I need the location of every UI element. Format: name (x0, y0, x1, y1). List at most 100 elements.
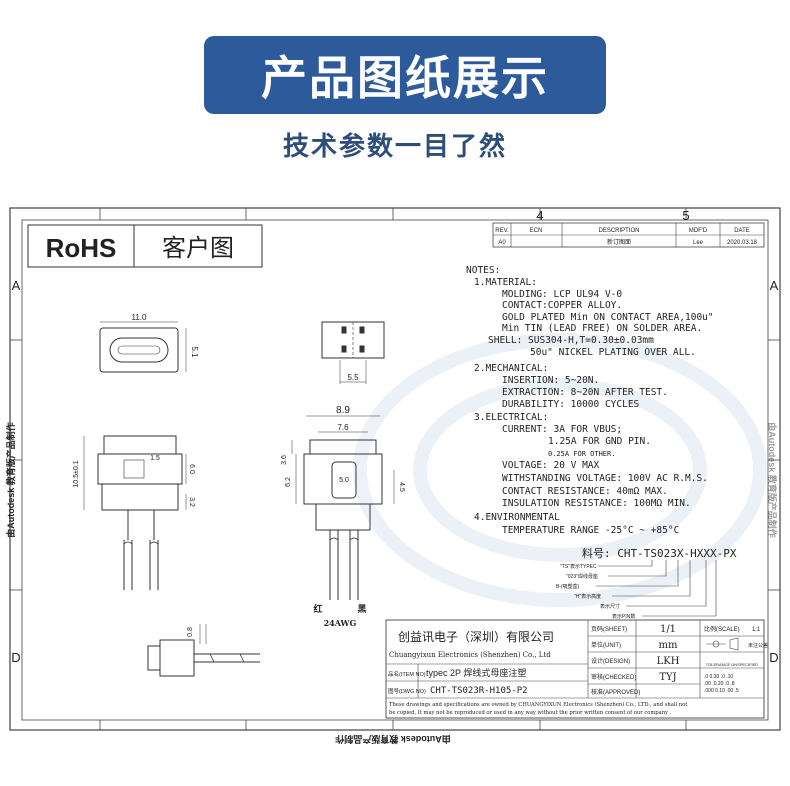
rev-cell-rev: A0 (498, 240, 506, 246)
profile-view (83, 435, 187, 590)
sheet-border (9, 207, 781, 731)
note-line: 2.MECHANICAL: (474, 363, 548, 374)
dim-side-3: 3.6 (281, 455, 288, 465)
dim-profile-3: 10.5±0.1 (73, 460, 80, 487)
drawing-type: 客户图 (162, 234, 234, 262)
rev-cell-mdfd: Lee (693, 240, 704, 246)
note-line: MOLDING: LCP UL94 V-0 (502, 289, 622, 300)
unit-label: 单位(UNIT) (591, 641, 621, 649)
scale-label: 比例(SCALE) (704, 625, 740, 633)
scale-value: 1:1 (752, 627, 761, 633)
dim-front-height: 5.1 (190, 346, 199, 358)
front-view (99, 321, 187, 373)
rev-cell-date: 2020.03.18 (727, 240, 758, 246)
dim-profile-1: 1.5 (150, 455, 160, 462)
rev-cell-description: 新订图面 (607, 238, 631, 246)
part-annotation-3: B-(吸塑盒) (556, 583, 580, 590)
note-line: WITHSTANDING VOLTAGE: 100V AC R.M.S. (502, 473, 708, 484)
dwg-no-label: 图号(DWG NO) (388, 687, 426, 695)
row-label-a: A (12, 278, 21, 293)
row-label-d: D (11, 650, 20, 665)
note-line: INSERTION: 5~20N. (502, 375, 599, 386)
dim-profile-4: 3.2 (188, 497, 195, 507)
title-block: 创益讯电子（深圳）有限公司 Chuangyixun Electronics (S… (385, 619, 768, 719)
note-line: DURABILITY: 10000 CYCLES (502, 399, 640, 410)
tolerance-subtitle: TOLERANCE UNSPECIFIED (706, 662, 758, 667)
watermark-left: 由Autodesk 教育版产品制作 (5, 422, 16, 538)
dim-side-5: 5.0 (339, 477, 349, 484)
watermark-bottom: 由Autodesk 教育版产品制作 (335, 734, 451, 745)
sheet-value: 1/1 (660, 624, 676, 635)
row-label-a-right: A (770, 278, 779, 293)
note-line: CONTACT RESISTANCE: 40mΩ MAX. (502, 486, 668, 497)
checked-label: 审核(CHECKED) (591, 673, 636, 681)
rohs-box: RoHS 客户图 (27, 224, 263, 268)
company-name-cn: 创益讯电子（深圳）有限公司 (398, 630, 554, 644)
revision-table: REV. ECN DESCRIPTION MDF'D DATE A0 新订图面 … (492, 222, 765, 248)
design-label: 设计(DESIGN) (591, 657, 630, 665)
row-label-d-right: D (769, 650, 778, 665)
note-line: CONTACT:COPPER ALLOY. (502, 300, 622, 311)
rev-header-date: DATE (734, 228, 750, 234)
part-code-label: 料号: CHT-TS023X-HXXX-PX (582, 546, 737, 560)
note-line: 1.25A FOR GND PIN. (548, 436, 651, 447)
note-line: 3.ELECTRICAL: (474, 412, 548, 423)
watermark-right: 由Autodesk 教育版产品制作 (767, 422, 778, 538)
note-line: Min TIN (LEAD FREE) ON SOLDER AREA. (502, 323, 702, 334)
note-line: GOLD PLATED Min ON CONTACT AREA,100u" (502, 312, 714, 323)
note-line: 1.MATERIAL: (474, 277, 537, 288)
tolerance-title: 未注公差 (748, 642, 768, 649)
disclaimer-line-1: These drawings and specifications are ow… (389, 701, 688, 708)
tolerance-values-2: .00 .0.20 .0 .8 (704, 681, 735, 687)
note-line: INSULATION RESISTANCE: 100MΩ MIN. (502, 498, 691, 509)
notes-block: NOTES:1.MATERIAL:MOLDING: LCP UL94 V-0CO… (466, 265, 714, 536)
item-no-value: typec 2P 焊线式母座注塑 (426, 667, 526, 678)
note-line: NOTES: (466, 265, 500, 276)
rohs-mark: RoHS (46, 233, 117, 263)
inner-border (21, 219, 769, 721)
wire-label-black: 黑 (357, 604, 366, 615)
rev-header-ecn: ECN (530, 228, 543, 234)
side-view (291, 415, 395, 600)
note-line: TEMPERATURE RANGE -25°C ~ +85°C (502, 525, 679, 536)
note-line: 0.25A FOR OTHER. (548, 450, 615, 458)
part-annotation-4: "H"表示高度 (574, 593, 601, 600)
note-line: 50u" NICKEL PLATING OVER ALL. (530, 347, 696, 358)
dim-front-width: 11.0 (132, 313, 148, 322)
dim-side-6: 4.5 (398, 482, 405, 492)
part-code: 料号: CHT-TS023X-HXXX-PX "TS"表示TYPEC "023"… (556, 546, 737, 620)
dim-top-width: 5.5 (347, 373, 359, 382)
zone-ticks (10, 208, 780, 730)
page-subtitle: 技术参数一目了然 (282, 132, 507, 162)
disclaimer-line-2: be copied, It may not be reproduced or u… (389, 710, 672, 716)
design-value: LKH (657, 656, 680, 667)
approved-label: 核准(APPROVED) (591, 688, 640, 696)
dim-side-4: 6.2 (285, 477, 292, 487)
checked-value: TYJ (659, 672, 676, 683)
dim-side-1: 8.9 (336, 405, 350, 416)
dim-side-2: 7.6 (337, 423, 349, 432)
sheet-label: 页码(SHEET) (591, 625, 627, 633)
rev-header-description: DESCRIPTION (598, 228, 639, 234)
company-name-en: Chuangyixun Electronics (Shenzhen) Co., … (389, 651, 551, 659)
projection-symbol-icon (706, 637, 739, 651)
tolerance-values-3: .000 0.10 .00 .5 (704, 688, 739, 694)
note-line: 4.ENVIRONMENTAL (474, 512, 560, 523)
rev-header-rev: REV. (495, 228, 509, 234)
dwg-no-value: CHT-TS023R-H105-P2 (430, 686, 528, 696)
col-label-4: 4 (536, 208, 543, 223)
bottom-view (147, 624, 260, 677)
unit-value: mm (659, 640, 678, 651)
dim-bottom: 0.8 (187, 627, 194, 637)
part-annotation-2: "023"焊线母座 (566, 573, 598, 580)
item-no-label: 品名(ITEM NO) (388, 670, 426, 678)
top-view (321, 321, 385, 384)
page-title: 产品图纸展示 (261, 51, 549, 105)
part-annotation-5: 表示尺寸 (600, 603, 620, 610)
dim-profile-2: 6.0 (188, 464, 195, 474)
tolerance-values-1: .0 0.30 .0 .10 (704, 674, 733, 680)
note-line: VOLTAGE: 20 V MAX (502, 460, 600, 471)
note-line: SHELL: SUS304-H,T=0.30±0.03mm (488, 335, 654, 346)
rev-header-mdfd: MDF'D (689, 228, 708, 234)
